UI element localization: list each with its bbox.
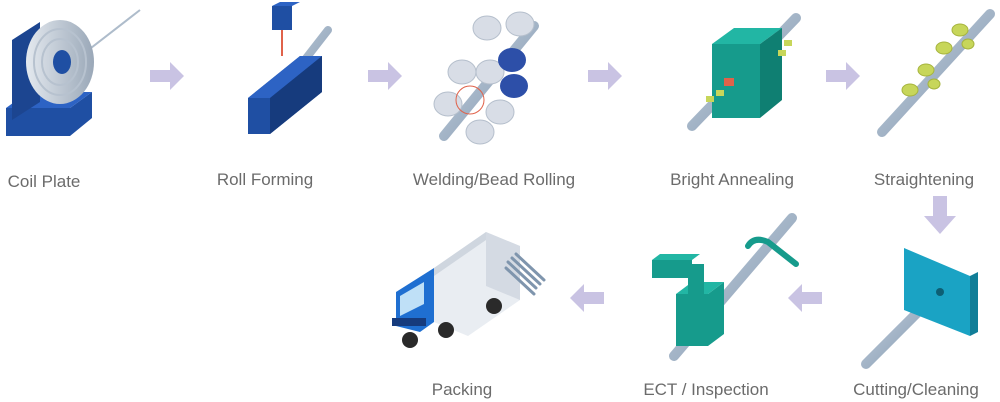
arrow-left-icon	[788, 284, 822, 312]
coil-plate-illustration	[6, 9, 141, 136]
step-label-cutting-cleaning: Cutting/Cleaning	[853, 380, 979, 399]
cutting-cleaning-illustration	[861, 248, 978, 369]
step-label-coil-plate: Coil Plate	[7, 172, 81, 191]
packing-truck-illustration	[392, 232, 546, 348]
step-label-straightening: Straightening	[873, 170, 975, 189]
step-label-packing: Packing	[431, 380, 493, 399]
roll-forming-illustration	[248, 2, 332, 134]
arrow-down-icon	[924, 196, 956, 234]
welding-bead-rolling-illustration	[433, 11, 539, 145]
arrow-left-icon	[570, 284, 604, 312]
step-label-bright-annealing: Bright Annealing	[670, 170, 794, 189]
arrow-right-icon	[826, 62, 860, 90]
flow-arrows	[150, 62, 956, 312]
step-label-roll-forming: Roll Forming	[216, 170, 314, 189]
step-label-ect-inspection: ECT / Inspection	[643, 380, 769, 399]
arrow-right-icon	[150, 62, 184, 90]
ect-inspection-illustration	[652, 213, 799, 361]
arrow-right-icon	[588, 62, 622, 90]
step-label-welding-bead-rolling: Welding/Bead Rolling	[412, 170, 576, 189]
arrow-right-icon	[368, 62, 402, 90]
bright-annealing-illustration	[687, 13, 801, 131]
straightening-illustration	[877, 9, 995, 137]
